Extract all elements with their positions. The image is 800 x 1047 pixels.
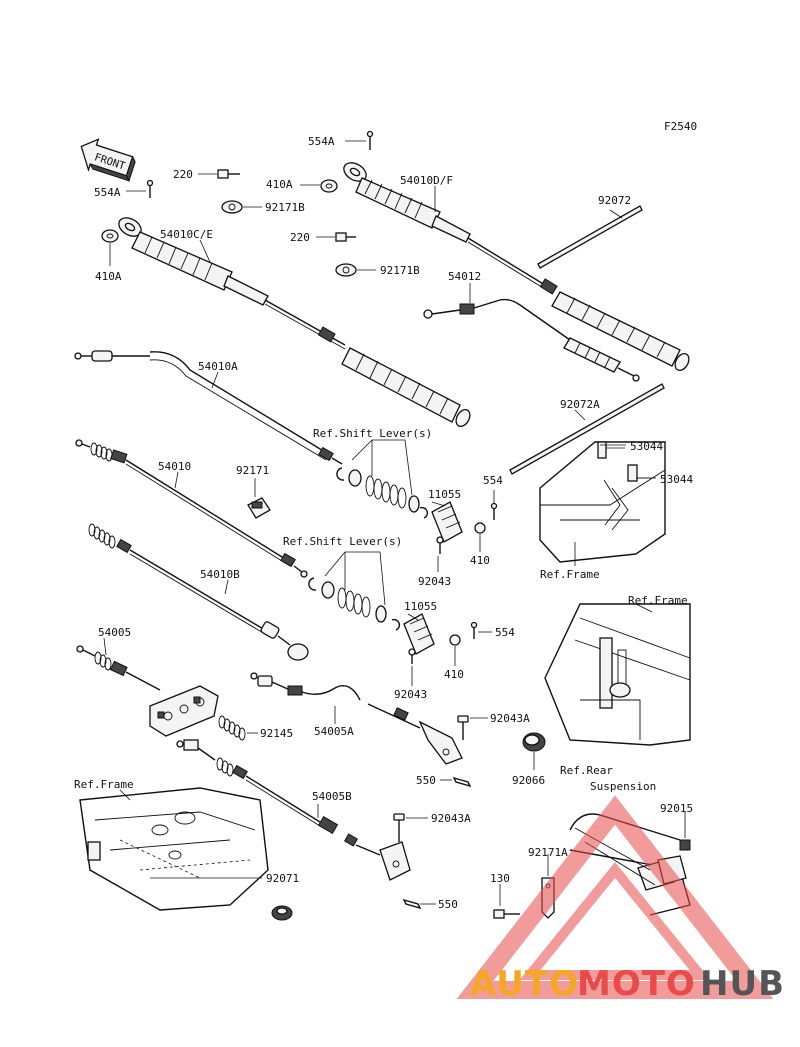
label-ref-rear-1: Ref.Rear [560, 764, 613, 777]
leader-lines [600, 444, 656, 479]
cable-tie-92072A [509, 383, 665, 475]
label-ref-frame-2: Ref.Frame [628, 594, 688, 607]
label-92043A-b: 92043A [431, 812, 471, 825]
label-92171B-a: 92171B [265, 201, 305, 214]
label-92171A: 92171A [528, 846, 568, 859]
cable-54010B [88, 523, 309, 661]
label-92072: 92072 [598, 194, 631, 207]
ref-frame-3-drawing [79, 787, 293, 921]
watermark-triangle [456, 795, 774, 999]
label-92171: 92171 [236, 464, 269, 477]
hardware-top [101, 130, 436, 277]
label-92071: 92071 [266, 872, 299, 885]
label-550-a: 550 [416, 774, 436, 787]
label-11055-a: 11055 [428, 488, 461, 501]
spring-92145 [218, 715, 258, 741]
watermark [456, 795, 774, 999]
label-410A-left: 410A [95, 270, 122, 283]
label-92171B-b: 92171B [380, 264, 420, 277]
clip-92171 [247, 478, 271, 519]
label-54010A: 54010A [198, 360, 238, 373]
label-ref-frame-3: Ref.Frame [74, 778, 134, 791]
label-11055-b: 11055 [404, 600, 437, 613]
label-550-b: 550 [438, 898, 458, 911]
label-54012: 54012 [448, 270, 481, 283]
label-ref-rear-2: Suspension [590, 780, 656, 793]
label-92145: 92145 [260, 727, 293, 740]
shift-lever-group-1 [336, 439, 498, 572]
label-92043-a: 92043 [418, 575, 451, 588]
label-54005B: 54005B [312, 790, 352, 803]
ref-frame-1-drawing [539, 441, 666, 566]
watermark-logo: AUTO MOTO HUB [470, 964, 785, 1004]
label-54005A: 54005A [314, 725, 354, 738]
shift-lever-group-2 [308, 551, 492, 686]
label-410-b: 410 [444, 668, 464, 681]
cable-54012 [423, 283, 640, 382]
part-labels: 554A 554A 220 410A 54010D/F 92171B 92072… [74, 135, 693, 911]
label-53044-b: 53044 [660, 473, 693, 486]
label-92043A-a: 92043A [490, 712, 530, 725]
label-220-a: 220 [173, 168, 193, 181]
cable-54010 [75, 439, 308, 578]
label-ref-shift-2: Ref.Shift Lever(s) [283, 535, 402, 548]
label-54010: 54010 [158, 460, 191, 473]
cable-54010DF [343, 162, 690, 372]
cable-54010A [74, 350, 343, 465]
ref-frame-2-drawing [544, 603, 691, 746]
front-arrow-badge: FRONT [80, 138, 136, 183]
label-54010CE: 54010C/E [160, 228, 213, 241]
cable-54005A [250, 672, 361, 724]
figure-code: F2540 [664, 120, 697, 133]
watermark-moto: MOTO [577, 964, 696, 1004]
label-92072A: 92072A [560, 398, 600, 411]
cable-54005 [76, 637, 219, 737]
label-92043-b: 92043 [394, 688, 427, 701]
watermark-hub: HUB [700, 964, 785, 1004]
label-54005: 54005 [98, 626, 131, 639]
bellcrank-assembly [367, 703, 488, 788]
label-410A-top: 410A [266, 178, 293, 191]
watermark-auto: AUTO [470, 964, 579, 1004]
label-554A-top: 554A [308, 135, 335, 148]
label-554: 554 [483, 474, 503, 487]
label-53044-a: 53044 [630, 440, 663, 453]
label-ref-shift-1: Ref.Shift Lever(s) [313, 427, 432, 440]
label-54010DF: 54010D/F [400, 174, 453, 187]
label-92066: 92066 [512, 774, 545, 787]
label-130: 130 [490, 872, 510, 885]
label-554-b: 554 [495, 626, 515, 639]
cable-tie-92072 [537, 205, 643, 269]
label-220-b: 220 [290, 231, 310, 244]
label-410-a: 410 [470, 554, 490, 567]
cap-92066 [522, 732, 546, 770]
cable-54010CE [118, 217, 471, 428]
label-ref-frame-1: Ref.Frame [540, 568, 600, 581]
label-92015: 92015 [660, 802, 693, 815]
cable-54005B [176, 739, 436, 910]
label-554A-left: 554A [94, 186, 121, 199]
label-54010B: 54010B [200, 568, 240, 581]
